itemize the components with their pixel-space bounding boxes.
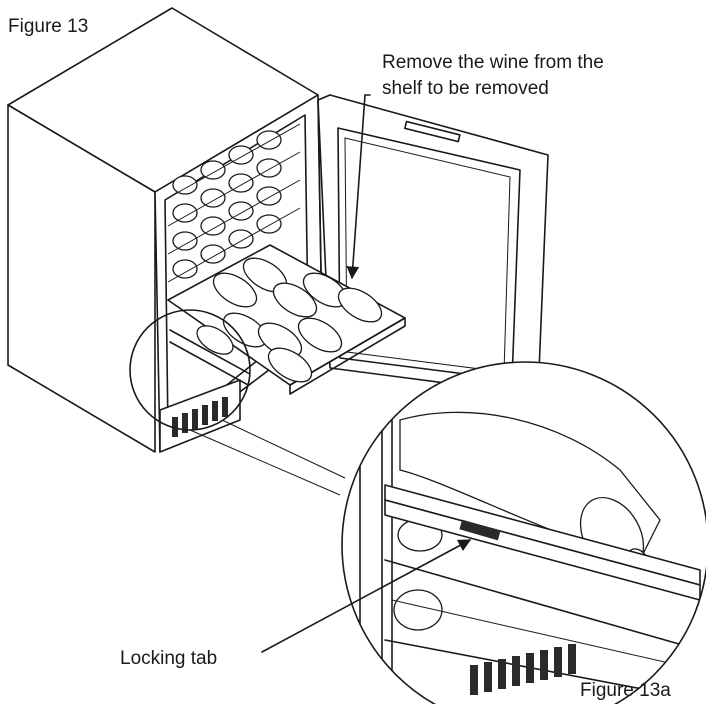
detail-circle (341, 361, 706, 709)
pulled-out-shelf (167, 244, 406, 395)
locking-tab-label: Locking tab (120, 648, 217, 669)
door-handle (404, 120, 461, 143)
figure-13a-label: Figure 13a (580, 680, 671, 701)
bottle-row-4 (167, 207, 301, 283)
bottle-row-3 (167, 179, 301, 255)
detail-connector-line-2 (189, 429, 341, 496)
detail-view (341, 361, 706, 709)
instruction-line-2: shelf to be removed (382, 78, 549, 99)
bottle-row-1 (167, 123, 301, 199)
stored-bottles (167, 123, 301, 283)
detail-connector-line (221, 419, 346, 479)
cabinet-side (7, 104, 156, 453)
figure-13-label: Figure 13 (8, 16, 88, 37)
remove-wine-arrow (346, 94, 366, 280)
magnified-area-outline (169, 329, 250, 398)
shelf-bottles (196, 257, 383, 383)
bottom-grille (159, 379, 241, 453)
open-door (317, 94, 549, 396)
bottle-row-2 (167, 151, 301, 227)
locking-tab-arrow (261, 539, 472, 653)
grille-slots (172, 397, 228, 437)
instruction-line-1: Remove the wine from the (382, 52, 604, 73)
